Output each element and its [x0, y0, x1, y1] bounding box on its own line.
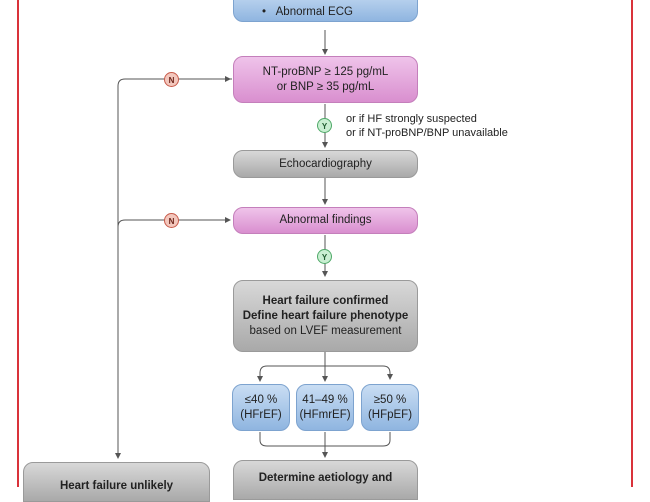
phenotype-hfmref-name: (HFmrEF) [299, 408, 351, 421]
phenotype-hfmref-box: 41–49 % (HFmrEF) [296, 384, 354, 431]
echocardiography-label: Echocardiography [279, 157, 372, 170]
arrow-no-abnormal [117, 217, 231, 228]
symptoms-bullet-item: • Abnormal ECG [262, 5, 353, 20]
phenotype-hfmref-range: 41–49 % [302, 393, 348, 406]
phenotype-hfref-name: (HFrEF) [240, 408, 282, 421]
abnormal-findings-box: Abnormal findings [233, 207, 418, 234]
yes-badge-natriuretic: Y [317, 118, 332, 133]
phenotype-hfpef-name: (HFpEF) [367, 408, 413, 421]
confirmed-line-2: Define heart failure phenotype [242, 309, 409, 322]
yes-note: or if HF strongly suspected or if NT-pro… [346, 112, 508, 140]
yes-badge-abnormal: Y [317, 249, 332, 264]
phenotype-hfpef-box: ≥50 % (HFpEF) [361, 384, 419, 431]
abnormal-findings-label: Abnormal findings [279, 214, 372, 226]
no-badge-natriuretic: N [164, 72, 179, 87]
symptoms-box: • Abnormal ECG [233, 0, 418, 22]
phenotype-hfpef-range: ≥50 % [373, 393, 407, 406]
natriuretic-peptide-box: NT-proBNP ≥ 125 pg/mL or BNP ≥ 35 pg/mL [233, 56, 418, 103]
no-branch-line [115, 78, 232, 459]
natriuretic-line-1: NT-proBNP ≥ 125 pg/mL [262, 65, 389, 78]
bullet-icon: • [262, 5, 276, 18]
confirmed-line-1: Heart failure confirmed [262, 294, 389, 307]
no-badge-abnormal: N [164, 213, 179, 228]
yes-note-line-2: or if NT-proBNP/BNP unavailable [346, 127, 508, 139]
natriuretic-line-2: or BNP ≥ 35 pg/mL [276, 80, 375, 93]
aetiology-line-1: Determine aetiology and [258, 472, 393, 484]
heart-failure-confirmed-box: Heart failure confirmed Define heart fai… [233, 280, 418, 352]
confirmed-line-3: based on LVEF measurement [249, 324, 402, 337]
echocardiography-box: Echocardiography [233, 150, 418, 178]
aetiology-box: Determine aetiology and [233, 460, 418, 500]
heart-failure-unlikely-box: Heart failure unlikely [23, 462, 210, 502]
phenotype-hfref-range: ≤40 % [244, 393, 278, 406]
phenotype-hfref-box: ≤40 % (HFrEF) [232, 384, 290, 431]
abnormal-ecg-text: Abnormal ECG [275, 5, 353, 18]
yes-note-line-1: or if HF strongly suspected [346, 113, 477, 125]
frame-border-left [17, 0, 19, 487]
frame-border-right [631, 0, 633, 487]
